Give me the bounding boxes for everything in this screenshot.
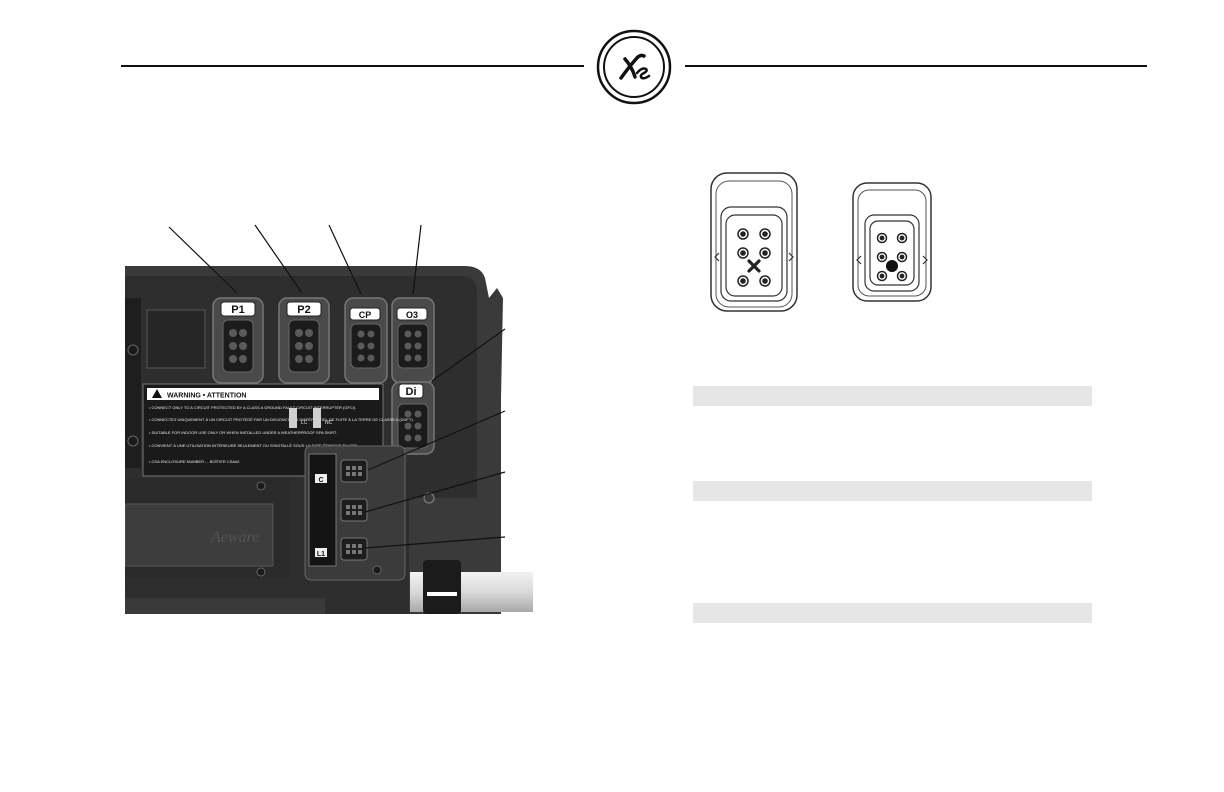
warning-line: • CONVIENT À UNE UTILISATION INTÉRIEURE … [149, 443, 358, 448]
section-header-bar [693, 386, 1092, 406]
port-label-l1: L1 [317, 551, 325, 558]
warning-heading: WARNING • ATTENTION [167, 393, 246, 400]
section-header-bar [693, 603, 1092, 623]
spa-pack-illustration: P1 P2 CP O3 Di WARNING • ATTENTION • CON… [125, 258, 533, 614]
connector-diagram-a [710, 172, 798, 312]
brand-mark: Aeware [210, 529, 259, 546]
warning-line: • CONNECT ONLY TO A CIRCUIT PROTECTED BY… [149, 405, 356, 410]
label-nc: NC [325, 420, 333, 426]
port-label-o3: O3 [406, 310, 418, 320]
header-rule-right [685, 65, 1147, 67]
header-rule-left [121, 65, 584, 67]
port-label-p1: P1 [231, 304, 244, 316]
warning-line: • CSA ENCLOSURE NUMBER : - BOÎTIER CSA#2 [149, 459, 240, 464]
section-header-bar [693, 481, 1092, 501]
warning-line: • CONNECTEZ UNIQUEMENT À UN CIRCUIT PROT… [149, 417, 414, 422]
port-label-di: Di [406, 386, 417, 398]
connector-diagram-b [852, 182, 932, 302]
label-lc: LC [301, 420, 308, 426]
warning-line: • SUITABLE FOR INDOOR USE ONLY OR WHEN I… [149, 430, 337, 435]
xe-monogram-icon [596, 29, 672, 105]
port-label-c: C [318, 477, 323, 484]
port-label-p2: P2 [297, 304, 310, 316]
port-label-cp: CP [359, 310, 372, 320]
